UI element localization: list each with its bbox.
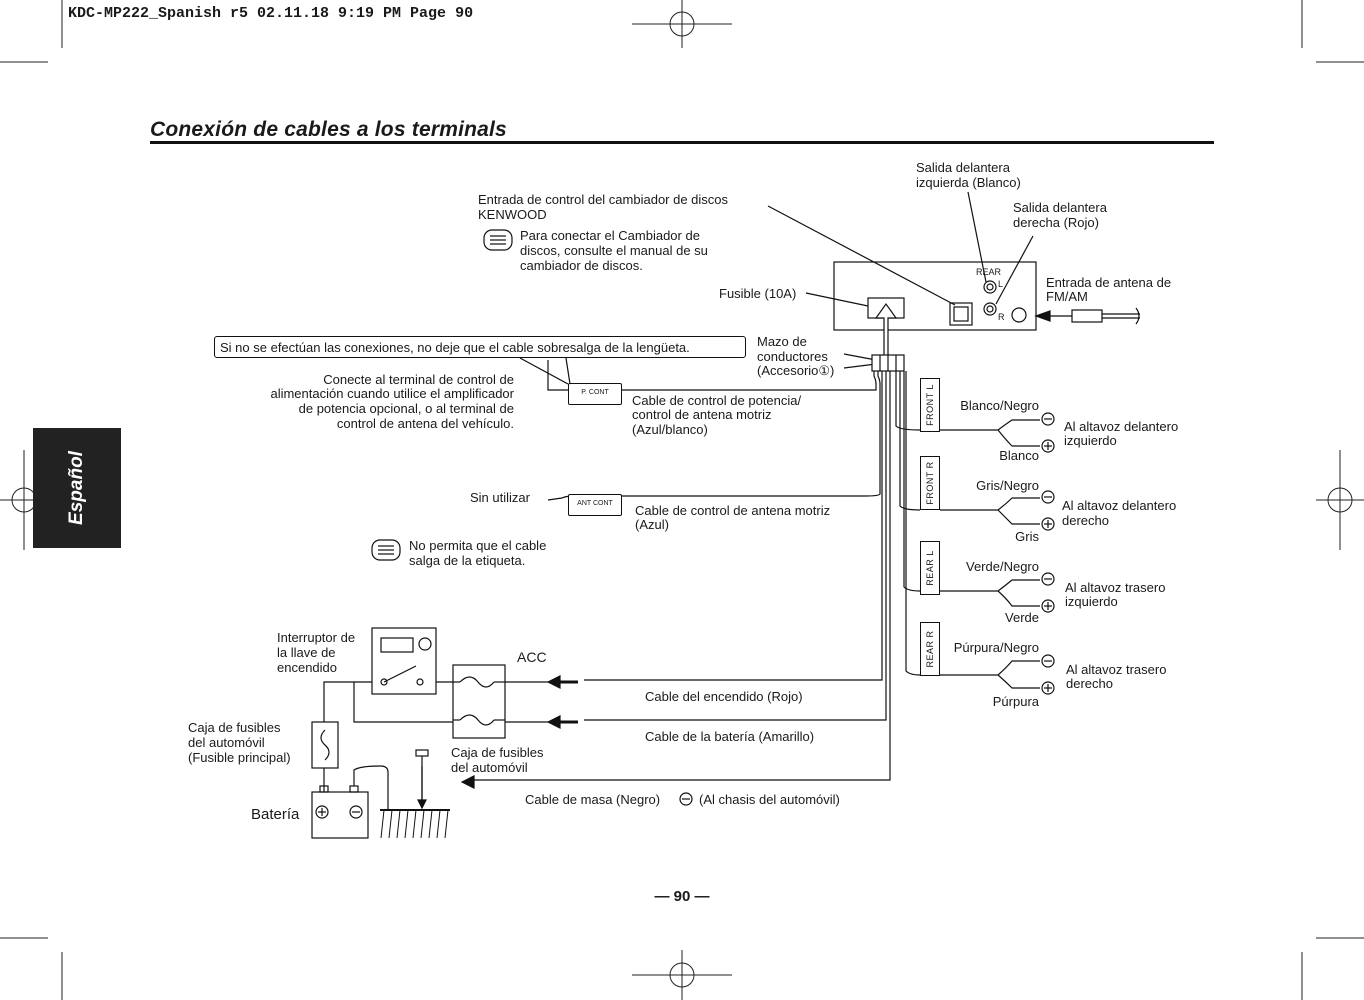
pcont-tag-text: P. CONT <box>581 389 609 396</box>
harness-label-3: (Accesorio①) <box>757 363 835 378</box>
changer-socket <box>949 302 973 326</box>
unused-label: Sin utilizar <box>470 490 530 505</box>
rear-marker: REAR <box>976 267 1002 277</box>
front-r-dest-1: Al altavoz delantero <box>1062 498 1177 513</box>
label-note-1: No permita que el cable <box>409 538 547 553</box>
acc-label: ACC <box>517 649 547 665</box>
main-fuse-label-2: del automóvil <box>188 735 265 750</box>
label-note-2: salga de la etiqueta. <box>409 553 526 568</box>
rear-r-tag: REAR R <box>920 622 940 676</box>
battery-label: Batería <box>251 806 300 823</box>
pcont-cable-label-1: Cable de control de potencia/ <box>632 393 802 408</box>
rear-right-jack <box>983 302 997 316</box>
battery-cable-label: Cable de la batería (Amarillo) <box>645 729 815 744</box>
connect-note-3: de potencia opcional, o al terminal de <box>298 401 514 416</box>
warning-box: Si no se efectúan las conexiones, no dej… <box>214 336 746 358</box>
rear-l-tag-text: REAR L <box>925 550 935 586</box>
rear-r-tag-text: REAR R <box>925 630 935 668</box>
main-fuse-label-1: Caja de fusibles <box>188 720 281 735</box>
rear-left-jack <box>983 280 997 294</box>
front-l-neg-wire: Blanco/Negro <box>960 398 1039 413</box>
language-tab: Español <box>33 428 121 548</box>
rear-r-neg-wire: Púrpura/Negro <box>953 640 1039 655</box>
changer-note-3: cambiador de discos. <box>520 258 643 273</box>
title-rule <box>150 141 1214 144</box>
ignition-cable-label: Cable del encendido (Rojo) <box>645 689 803 704</box>
changer-note-1: Para conectar el Cambiador de <box>520 228 700 243</box>
page-title: Conexión de cables a los terminals <box>150 118 507 141</box>
warning-text: Si no se efectúan las conexiones, no dej… <box>220 340 690 355</box>
pcont-cable-label-3: (Azul/blanco) <box>632 422 708 437</box>
rear-l-neg-wire: Verde/Negro <box>966 559 1039 574</box>
ground-cable-label: Cable de masa (Negro) <box>525 792 661 807</box>
front-r-tag-text: FRONT R <box>925 461 935 505</box>
changer-input-label: Entrada de control del cambiador de disc… <box>478 192 729 207</box>
ground-cable-label-2: (Al chasis del automóvil) <box>699 792 840 807</box>
main-fuse-box <box>311 721 339 769</box>
antcont-tag: ANT CONT <box>568 494 622 516</box>
front-l-dest-1: Al altavoz delantero <box>1064 419 1179 434</box>
ignition-switch-label-1: Interruptor de <box>277 630 356 645</box>
front-left-output-label-2: izquierda (Blanco) <box>916 175 1021 190</box>
print-slug: KDC-MP222_Spanish r5 02.11.18 9:19 PM Pa… <box>68 5 474 22</box>
battery-body <box>311 791 369 839</box>
antcont-tag-text: ANT CONT <box>577 500 613 507</box>
connect-note-2: alimentación cuando utilice el amplifica… <box>270 386 514 401</box>
rear-r-dest-1: Al altavoz trasero <box>1066 662 1167 677</box>
rear-l-dest-2: izquierdo <box>1065 594 1118 609</box>
antenna-input-label-2: FM/AM <box>1046 289 1088 304</box>
rear-r-pos-wire: Púrpura <box>992 694 1039 709</box>
antenna-socket <box>1011 307 1027 323</box>
head-unit <box>833 261 1037 331</box>
antenna-input-label: Entrada de antena de <box>1046 275 1172 290</box>
main-fuse-label-3: (Fusible principal) <box>188 750 291 765</box>
acc-fuse-box <box>452 664 506 739</box>
front-r-pos-wire: Gris <box>1015 529 1039 544</box>
front-l-tag-text: FRONT L <box>925 384 935 426</box>
front-left-output-label: Salida delantera <box>916 160 1010 175</box>
front-r-dest-2: derecho <box>1062 513 1109 528</box>
connect-note-4: control de antena del vehículo. <box>336 416 514 431</box>
ignition-switch-label-3: encendido <box>277 660 337 675</box>
front-right-output-label-2: derecha (Rojo) <box>1013 215 1099 230</box>
front-r-neg-wire: Gris/Negro <box>976 478 1039 493</box>
changer-note-2: discos, consulte el manual de su <box>520 243 708 258</box>
connect-note-1: Conecte al terminal de control de <box>323 372 514 387</box>
note-icon-label <box>371 539 401 561</box>
pcont-cable-label-2: control de antena motriz <box>632 407 772 422</box>
antcont-cable-label-2: (Azul) <box>635 517 669 532</box>
rear-l-tag: REAR L <box>920 541 940 595</box>
fuse-label: Fusible (10A) <box>719 286 797 301</box>
rear-l-pos-wire: Verde <box>1005 610 1039 625</box>
rear-l-marker: L <box>998 279 1004 289</box>
ignition-switch <box>371 627 437 695</box>
note-icon-changer <box>483 229 513 251</box>
rear-l-dest-1: Al altavoz trasero <box>1065 580 1166 595</box>
harness-label-1: Mazo de <box>757 334 807 349</box>
front-r-tag: FRONT R <box>920 456 940 510</box>
car-fuse-label-1: Caja de fusibles <box>451 745 544 760</box>
page-number: — 90 — <box>654 888 710 905</box>
front-l-dest-2: izquierdo <box>1064 433 1117 448</box>
front-right-output-label: Salida delantera <box>1013 200 1107 215</box>
antcont-cable-label-1: Cable de control de antena motriz <box>635 503 831 518</box>
harness-label-2: conductores <box>757 349 828 364</box>
ignition-switch-label-2: la llave de <box>277 645 336 660</box>
changer-input-label-2: KENWOOD <box>478 207 547 222</box>
rear-r-marker: R <box>998 312 1005 322</box>
car-fuse-label-2: del automóvil <box>451 760 528 775</box>
front-l-tag: FRONT L <box>920 378 940 432</box>
front-l-pos-wire: Blanco <box>999 448 1039 463</box>
rear-r-dest-2: derecho <box>1066 676 1113 691</box>
pcont-tag: P. CONT <box>568 383 622 405</box>
